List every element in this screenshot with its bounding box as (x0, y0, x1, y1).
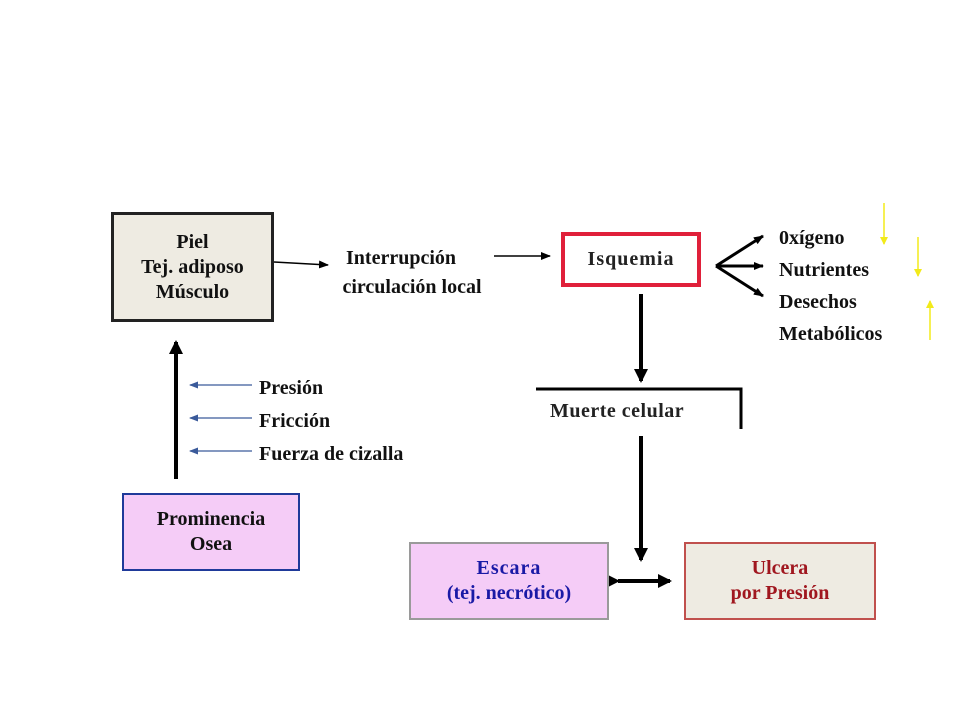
effect-nutrientes: Nutrientes (779, 259, 869, 281)
muerte-celular-label: Muerte celular (550, 400, 684, 423)
muerte-celular-text: Muerte celular (550, 400, 685, 422)
prominencia-line-2: Osea (189, 533, 233, 555)
effects-list: 0xígeno Nutrientes Desechos Metabólicos (779, 222, 882, 350)
interrupcion-line-2: circulación local (342, 276, 482, 298)
arrow-isquemia-to-desechos (715, 264, 764, 298)
muerte-celular-bracket (536, 387, 743, 429)
ulcera-line-1: Ulcera (751, 557, 809, 579)
effect-oxigeno: 0xígeno (779, 227, 845, 249)
force-cizalla: Fuerza de cizalla (259, 443, 404, 465)
piel-line-3: Músculo (155, 280, 230, 303)
interrupcion-label: Interrupción circulación local (312, 244, 512, 302)
ulcera-box: Ulcera por Presión (684, 542, 876, 620)
interrupcion-line-1: Interrupción (346, 247, 456, 269)
isquemia-box: Isquemia (561, 232, 701, 287)
prominencia-box: Prominencia Osea (122, 493, 300, 571)
escara-box: Escara (tej. necrótico) (409, 542, 609, 620)
piel-line-1: Piel (176, 230, 209, 253)
arrow-isquemia-to-oxigeno (715, 234, 764, 268)
escara-line-2: (tej. necrótico) (446, 582, 572, 604)
force-friccion: Fricción (259, 410, 331, 432)
arrow-piel-to-interrupcion (273, 260, 329, 269)
isquemia-label: Isquemia (587, 248, 675, 270)
forces-list: Presión Fricción Fuerza de cizalla (259, 372, 403, 471)
effect-metabolicos: Metabólicos (779, 323, 883, 345)
escara-line-1: Escara (476, 557, 542, 579)
piel-box: Piel Tej. adiposo Músculo (111, 212, 274, 322)
piel-line-2: Tej. adiposo (141, 255, 244, 278)
ulcera-line-2: por Presión (730, 582, 830, 604)
force-presion: Presión (259, 377, 324, 399)
prominencia-line-1: Prominencia (156, 508, 266, 530)
effect-desechos: Desechos (779, 291, 857, 313)
